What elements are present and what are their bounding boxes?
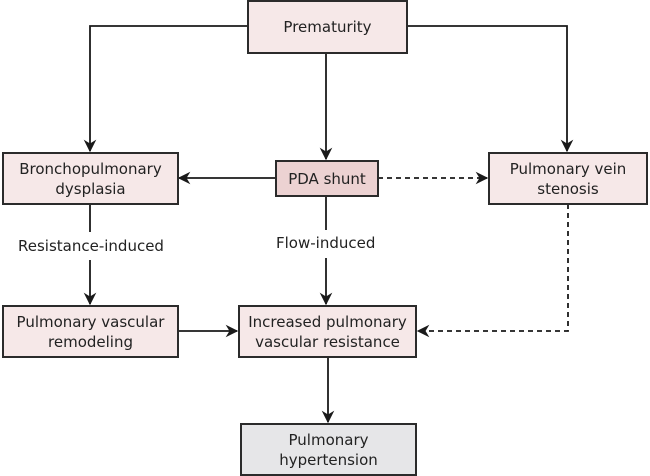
node-ph-label: Pulmonary hypertension (279, 430, 378, 469)
node-pulmonary-vascular-remodeling: Pulmonary vascular remodeling (2, 305, 179, 358)
node-pda-label: PDA shunt (288, 169, 366, 188)
node-bpd-label: Bronchopulmonary dysplasia (19, 159, 162, 198)
node-pulmonary-hypertension: Pulmonary hypertension (240, 423, 417, 476)
edge-prematurity-to-bpd (83, 25, 247, 153)
edge-prematurity-to-pvs (407, 25, 574, 153)
node-pvr-label: Increased pulmonary vascular resistance (248, 312, 407, 351)
node-prematurity-label: Prematurity (283, 18, 372, 36)
edge-pvs-to-pvr (416, 204, 569, 338)
node-bronchopulmonary-dysplasia: Bronchopulmonary dysplasia (2, 152, 179, 205)
node-increased-pvr: Increased pulmonary vascular resistance (238, 305, 417, 358)
node-prematurity: Prematurity (247, 0, 408, 54)
node-pulmonary-vein-stenosis: Pulmonary vein stenosis (488, 152, 648, 205)
edge-label-flow-induced: Flow-induced (274, 234, 378, 252)
node-pvs-label: Pulmonary vein stenosis (509, 159, 627, 198)
node-pda-shunt: PDA shunt (275, 160, 379, 197)
edge-label-resistance-induced: Resistance-induced (16, 237, 166, 255)
node-remodeling-label: Pulmonary vascular remodeling (16, 312, 165, 351)
